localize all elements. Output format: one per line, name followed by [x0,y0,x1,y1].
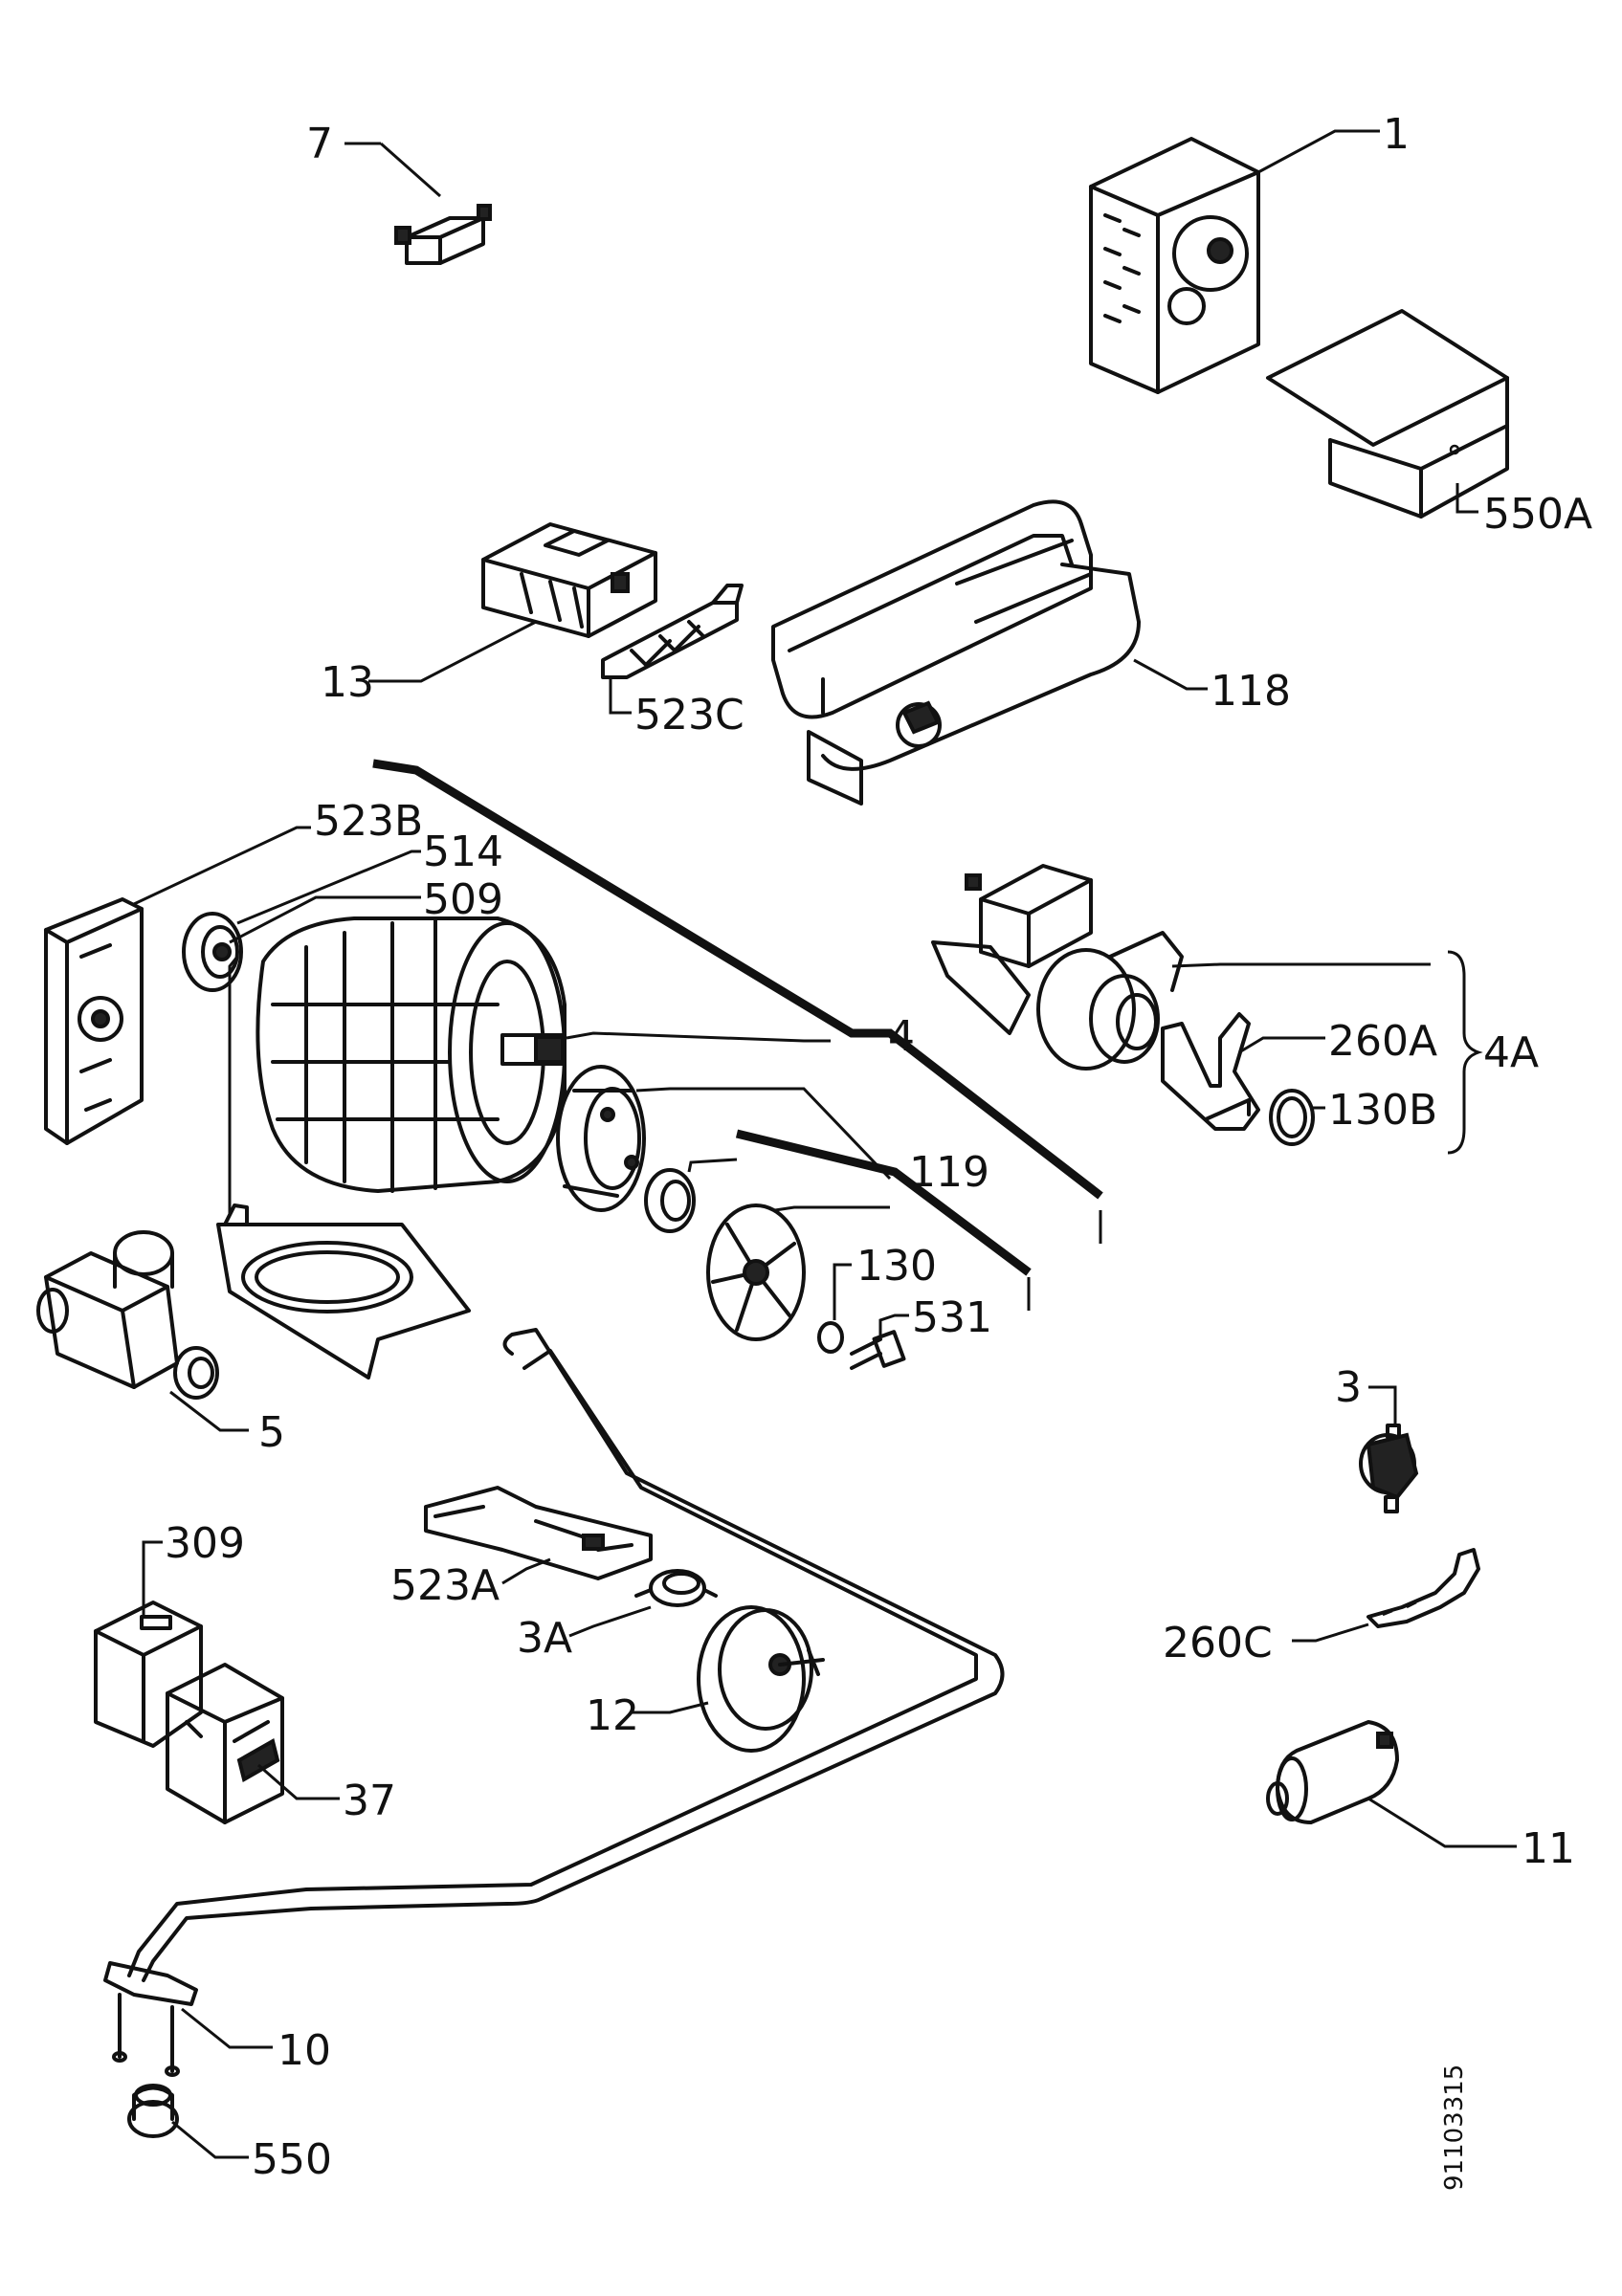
label-4: 4 [888,1012,915,1061]
leader-10 [181,2007,273,2049]
label-514: 514 [423,828,503,876]
part-119-impeller [706,1203,806,1341]
label-523a: 523A [390,1561,500,1610]
label-130b: 130B [1328,1086,1437,1135]
leader-4a-valve [1171,962,1431,968]
label-37: 37 [343,1777,396,1825]
part-3a-thermostat [634,1569,718,1607]
part-523a-plate [424,1486,653,1580]
leader-130 [833,1263,852,1320]
part-550-plug [127,2084,179,2138]
leader-550 [171,2120,249,2159]
part-4a-valve [931,864,1184,1071]
part-531-screw [850,1330,906,1370]
leader-523c [609,679,632,715]
part-130b-ring [1269,1089,1315,1146]
part-10-heating-element [103,1328,1005,2077]
leader-4 [566,1031,831,1043]
part-260a-bracket [1161,1012,1260,1131]
leader-514 [236,850,421,925]
label-5: 5 [258,1408,285,1457]
leader-260c [1292,1623,1369,1643]
leader-119-d [737,1087,892,1181]
part-509-gasket [216,1203,471,1380]
brace-4a [1447,950,1483,1155]
leader-523a [501,1557,551,1585]
part-523c-bracket [601,584,744,679]
part-523b-panel [44,897,144,1145]
label-11: 11 [1522,1824,1575,1873]
leader-11 [1367,1797,1517,1848]
label-13: 13 [321,658,374,707]
leader-3a [568,1605,652,1638]
label-3a: 3A [517,1614,572,1663]
label-309: 309 [165,1519,245,1568]
label-260c: 260C [1163,1619,1273,1667]
leader-1 [1257,129,1380,174]
leader-37 [257,1763,340,1800]
leader-5 [169,1390,249,1432]
part-514-ring [182,912,243,992]
label-3: 3 [1335,1363,1362,1412]
drawing-id: 91103315 [1440,2064,1469,2191]
leader-3 [1368,1385,1397,1425]
part-1-timer [1089,137,1260,394]
label-119: 119 [909,1148,989,1197]
part-118-dispenser [771,499,1141,806]
part-7-connector [394,204,492,265]
label-1: 1 [1383,110,1410,159]
separator-line-bottom [735,1129,1032,1276]
leader-119-a [635,1087,737,1093]
part-37-switch [166,1663,284,1824]
part-260c-clip [1366,1548,1480,1628]
leader-12 [632,1701,709,1714]
label-550: 550 [252,2135,332,2184]
part-130-washer [817,1321,844,1354]
separator-line-top [372,759,1103,1200]
label-531: 531 [912,1293,992,1342]
label-260a: 260A [1328,1017,1437,1066]
leader-531 [878,1314,909,1337]
part-13-switch [481,522,657,638]
label-550a: 550A [1483,490,1592,539]
leader-118 [1133,658,1208,691]
leader-509 [229,895,421,944]
leader-260a [1238,1036,1325,1054]
part-5-valve [36,1230,219,1400]
label-4a: 4A [1483,1028,1539,1077]
part-3-thermostat [1359,1424,1419,1513]
leader-550a [1455,483,1478,514]
part-550a-cover [1266,309,1509,519]
part-309-cover [94,1601,203,1748]
part-119-seal-housing [556,1065,646,1212]
label-10: 10 [278,2026,331,2075]
part-119-ring [644,1168,696,1233]
label-12: 12 [586,1691,639,1740]
leader-509-gasket [228,956,239,1215]
part-12-pressure-switch [697,1605,825,1753]
leader-523b [133,826,311,906]
label-130: 130 [856,1242,937,1291]
leader-309 [142,1540,163,1617]
part-motor [256,916,567,1193]
label-509: 509 [423,875,503,924]
leader-119-b [687,1158,738,1173]
part-11-capacitor [1266,1720,1399,1824]
label-7: 7 [306,120,333,168]
leader-119-c [774,1205,890,1212]
leader-13 [368,620,537,683]
label-523b: 523B [314,797,423,846]
label-118: 118 [1211,667,1291,716]
label-523c: 523C [634,691,744,740]
leader-7b [380,142,441,198]
